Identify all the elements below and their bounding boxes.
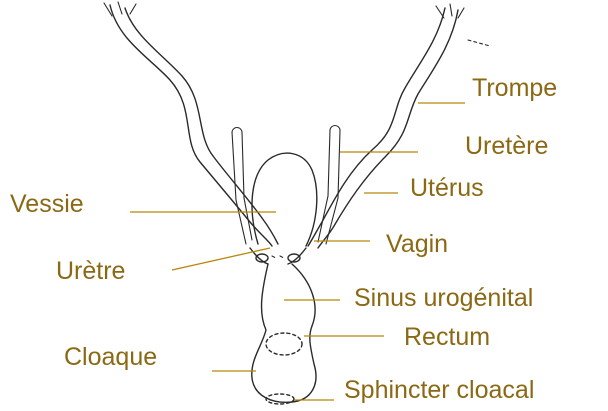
left-oviduct — [110, 5, 272, 246]
right-fimbria — [436, 4, 464, 18]
label-rectum: Rectum — [404, 323, 490, 351]
right-ureter — [318, 130, 340, 244]
right-fimbria-dashed — [468, 40, 490, 46]
left-fimbria — [104, 2, 136, 16]
label-uretre: Urètre — [56, 257, 125, 285]
left-oviduct-inner — [125, 8, 278, 244]
label-sinus: Sinus urogénital — [354, 284, 533, 312]
label-vessie: Vessie — [10, 190, 84, 218]
right-oviduct — [308, 8, 445, 246]
rectum-outline — [266, 333, 302, 355]
bladder — [252, 153, 317, 246]
label-uretere: Uretère — [465, 132, 548, 160]
leader-uretre — [172, 248, 270, 270]
label-sphincter: Sphincter cloacal — [344, 376, 534, 404]
label-uterus: Utérus — [410, 174, 484, 202]
left-ureter — [232, 132, 252, 244]
right-oviduct-inner — [318, 10, 458, 248]
left-ureter-tip — [232, 128, 242, 133]
label-cloaque: Cloaque — [64, 343, 157, 371]
label-vagin: Vagin — [386, 230, 448, 258]
urethra-openings — [272, 256, 284, 258]
label-trompe: Trompe — [472, 74, 557, 102]
right-ureter-tip — [330, 126, 340, 131]
